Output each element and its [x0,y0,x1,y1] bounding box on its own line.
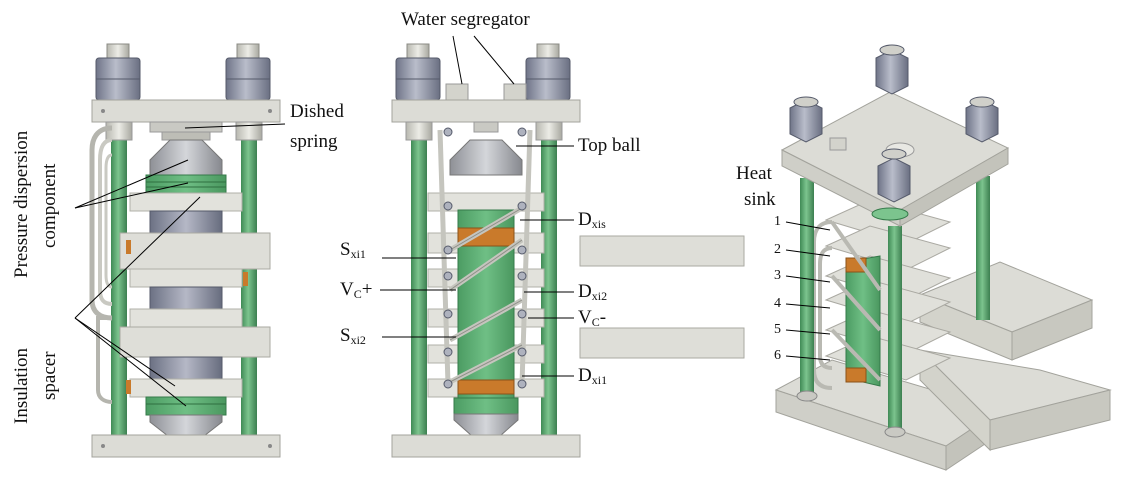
tie-rod [411,122,427,435]
tie-rod [111,122,127,435]
tie-rod [888,226,902,432]
top-plate [391,99,581,123]
tie-rod [541,122,557,435]
label-d-xi1: Dxi1 [578,365,608,387]
label-heat-sink-1: Heat [736,163,772,184]
top-plate [91,99,281,123]
right-isometric-view [774,44,1112,471]
heat-sink-block [119,232,271,270]
label-component: component [39,163,60,248]
label-water-segregator: Water segregator [401,9,530,30]
stack-number-3: 3 [774,268,781,283]
bottom-plate [391,434,581,458]
stack-number-6: 6 [774,348,781,363]
label-s-xi2: Sxi2 [340,325,366,347]
label-top-ball: Top ball [578,135,641,156]
stack-number-5: 5 [774,322,781,337]
left-front-view [74,43,286,458]
label-vc-plus: VC+ [340,279,373,301]
label-insulation: Insulation [11,348,32,424]
stack-number-4: 4 [774,296,781,311]
label-spacer: spacer [39,351,60,400]
stack-number-2: 2 [774,242,781,257]
label-d-xis: Dxis [578,209,606,231]
bottom-plate [91,434,281,458]
label-s-xi1: Sxi1 [340,239,366,261]
label-d-xi2: Dxi2 [578,281,608,303]
heat-sink-bar [579,327,745,359]
label-dished-spring-1: Dished [290,101,344,122]
stack-number-1: 1 [774,214,781,229]
label-dished-spring-2: spring [290,131,338,152]
label-pressure-dispersion: Pressure dispersion [11,130,32,278]
label-vc-minus: VC- [578,307,607,329]
heat-sink-bar [579,235,745,267]
tie-rod [976,176,990,320]
tie-rod [800,178,814,396]
middle-front-view [380,35,745,458]
label-heat-sink-2: sink [744,189,776,210]
